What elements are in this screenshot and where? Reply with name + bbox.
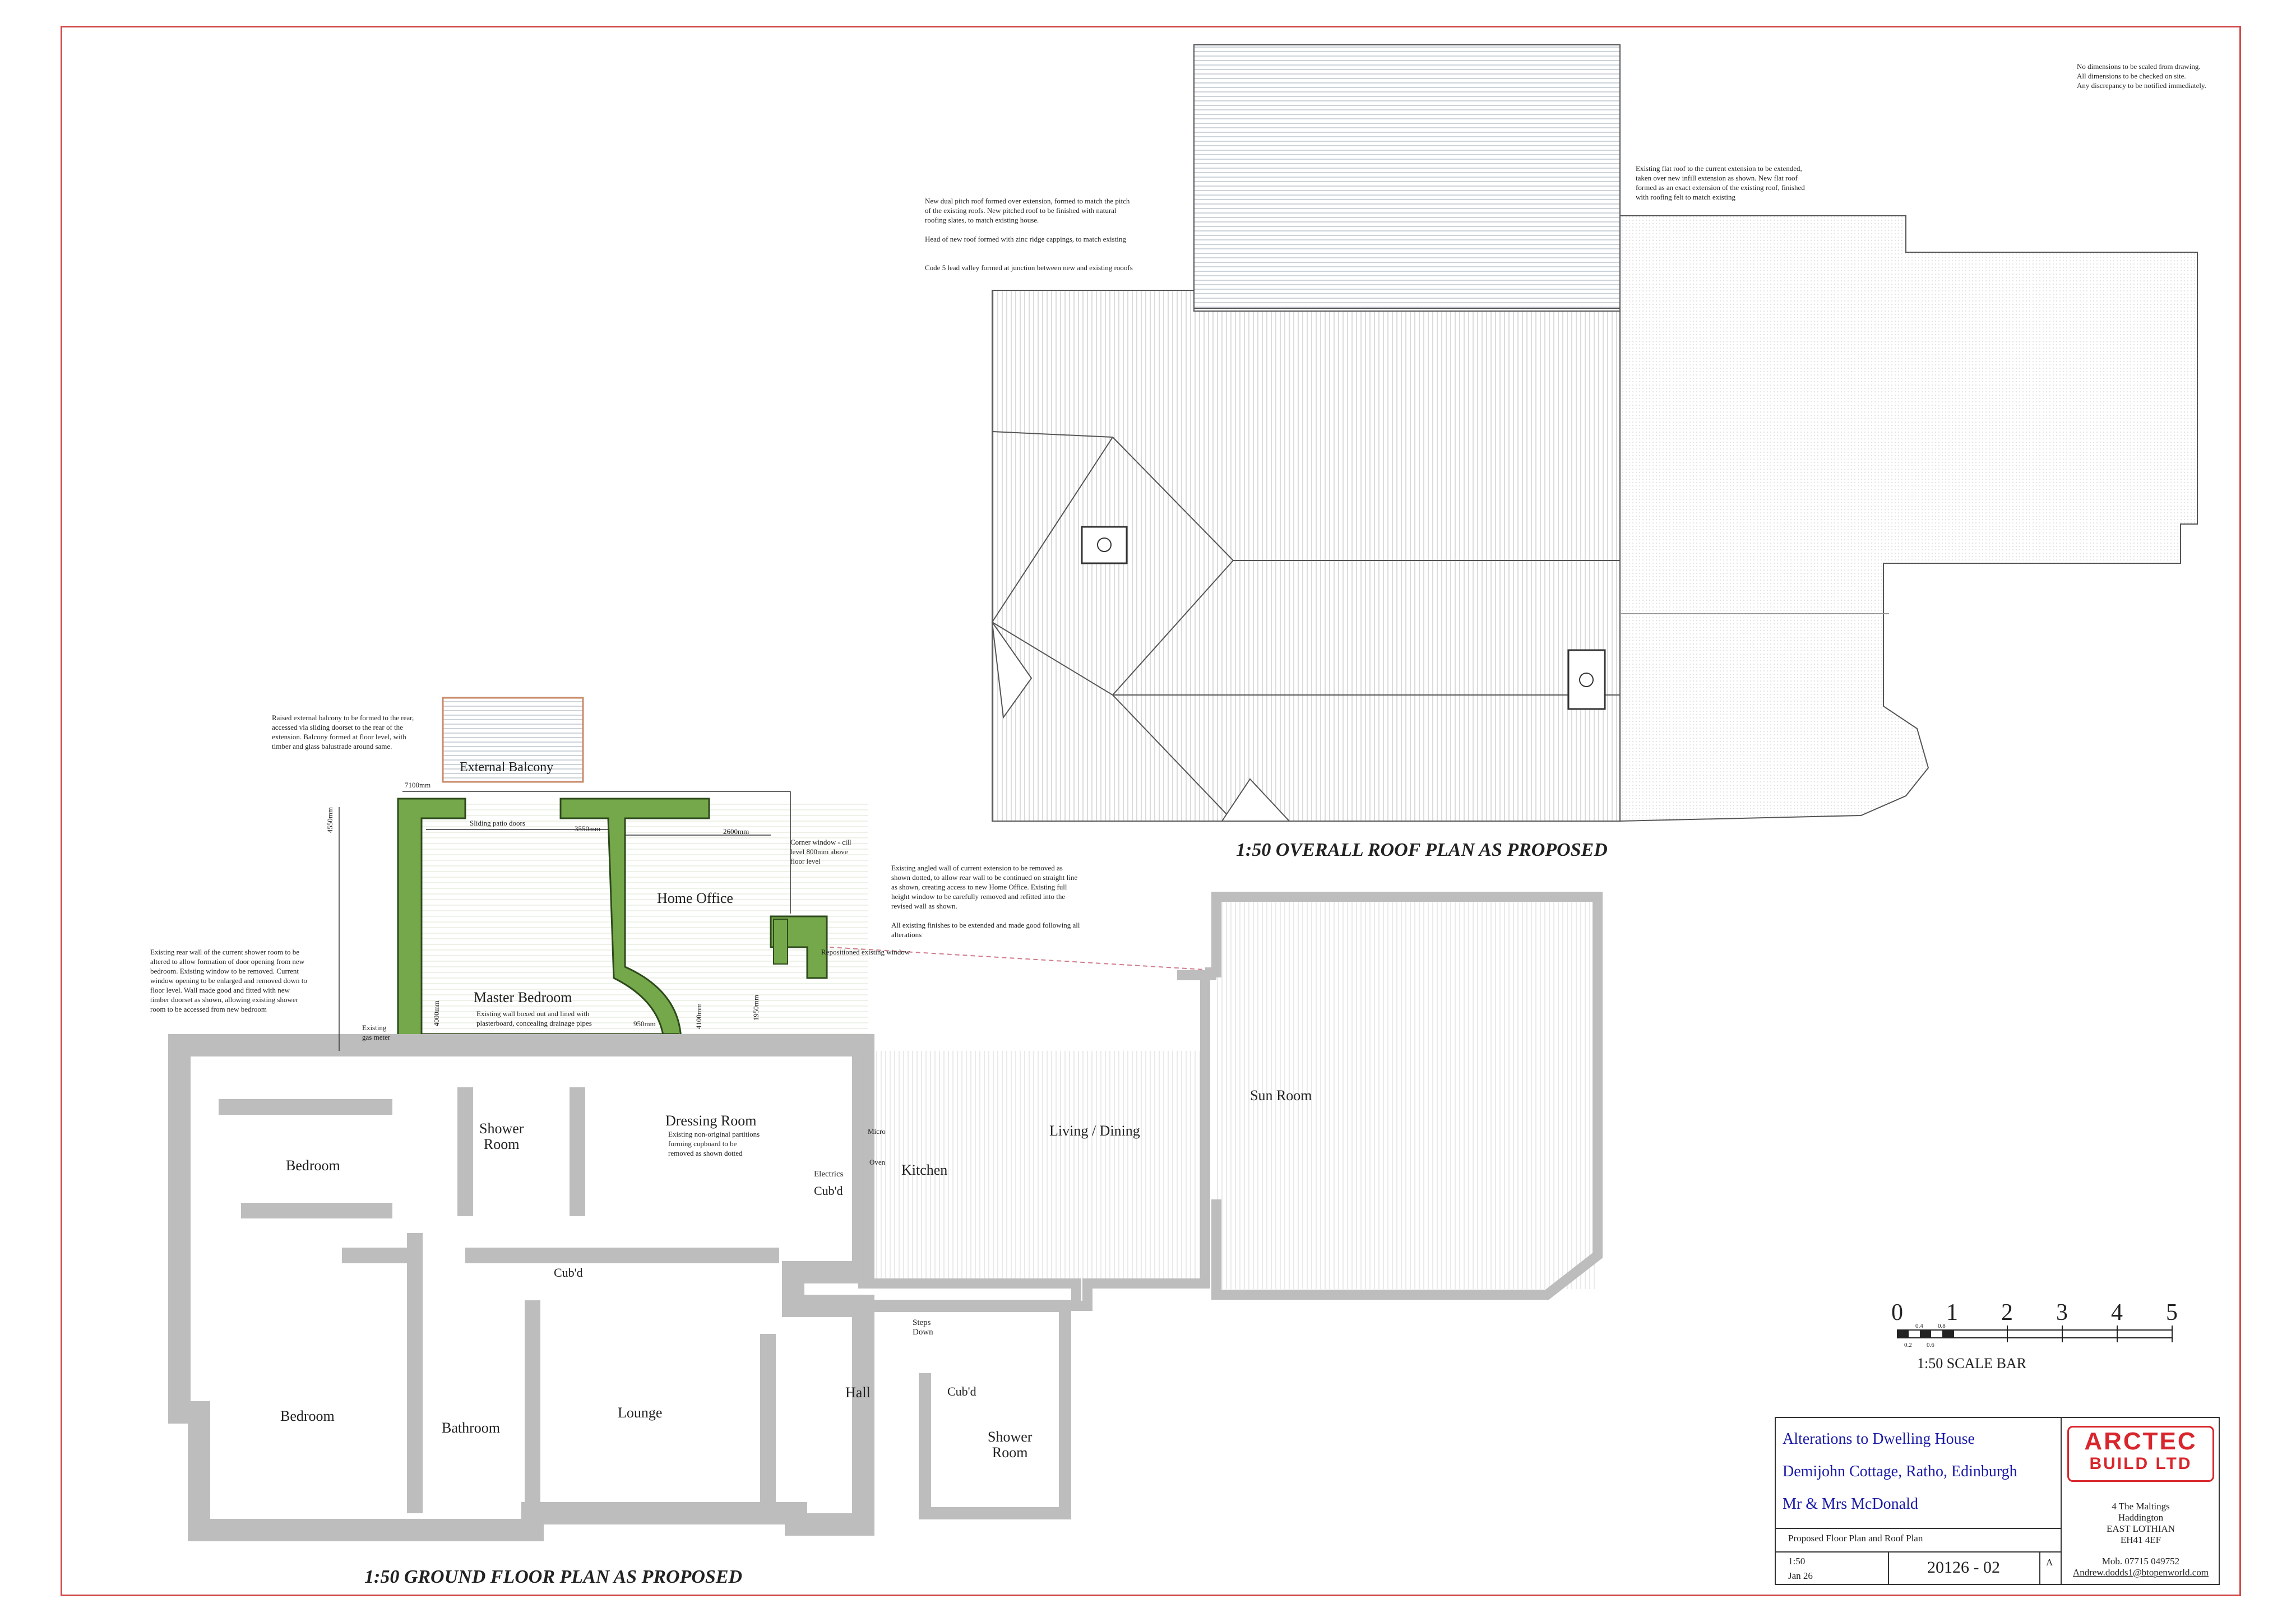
scale-bar-label: 1:50 SCALE BAR [1917, 1355, 2027, 1371]
gas-meter-note: Existing gas meter [362, 1023, 391, 1041]
drawing-number: 20126 - 02 [1927, 1558, 2000, 1577]
balcony-note: Raised external balcony to be formed to … [272, 713, 414, 750]
room-kitchen: Kitchen [901, 1162, 948, 1178]
electrics-label: Electrics [814, 1170, 844, 1179]
internal-walls [219, 1087, 779, 1513]
boxed-wall-note: Existing wall boxed out and lined with p… [476, 1009, 592, 1027]
drawing-scale: 1:50 [1788, 1556, 1806, 1567]
room-bedroom: Bedroom [280, 1408, 335, 1424]
shower-wall-note: Existing rear wall of the current shower… [150, 948, 307, 1013]
scale-tick-label: 1 [1946, 1300, 1958, 1326]
external-balcony [442, 697, 584, 783]
dimension-label: 950mm [633, 1019, 656, 1028]
oven-label: Oven [869, 1158, 886, 1166]
company-mobile: Mob. 07715 049752 [2101, 1556, 2180, 1567]
scale-tick-label: 3 [2056, 1300, 2068, 1326]
drawing-revision: A [2046, 1557, 2053, 1568]
ground-floor-heading: 1:50 GROUND FLOOR PLAN AS PROPOSED [364, 1567, 743, 1587]
roof-hips [991, 431, 1620, 822]
room-bedroom: Bedroom [286, 1157, 340, 1174]
cupboard-label: Cub'd [947, 1384, 976, 1398]
company-subname: BUILD LTD [2089, 1454, 2192, 1473]
dimension-label: 2600mm [723, 827, 749, 836]
scale-tick-label: 0 [1891, 1300, 1903, 1326]
dimension-label: 4550mm [326, 807, 334, 833]
rooflight [1081, 526, 1128, 564]
room-shower-room: Shower Room [988, 1429, 1033, 1461]
dimensions-note: No dimensions to be scaled from drawing.… [2077, 62, 2206, 90]
room-bathroom: Bathroom [442, 1420, 500, 1436]
room-hall: Hall [845, 1384, 871, 1401]
dimension-label: 7100mm [405, 781, 431, 789]
new-pitched-roof [1193, 44, 1621, 309]
roof-plan-heading: 1:50 OVERALL ROOF PLAN AS PROPOSED [1236, 840, 1608, 860]
drawing-title: Proposed Floor Plan and Roof Plan [1788, 1533, 1923, 1544]
drawing-date: Jan 26 [1788, 1570, 1813, 1581]
flat-roof-extension [1619, 215, 2198, 822]
scale-minor-label: 0.6 [1927, 1342, 1934, 1348]
room-external-balcony: External Balcony [460, 760, 554, 775]
dimension-label: 1950mm [752, 995, 760, 1021]
cupboard-label: Cub'd [814, 1184, 843, 1198]
room-master-bedroom: Master Bedroom [474, 989, 572, 1005]
room-shower-room: Shower Room [479, 1120, 524, 1152]
cupboard-label: Cub'd [554, 1266, 583, 1280]
flat-roof-note: Existing flat roof to the current extens… [1636, 164, 1805, 201]
room-home-office: Home Office [657, 890, 733, 906]
site-address: Demijohn Cottage, Ratho, Edinburgh [1783, 1463, 2017, 1480]
scale-tick-label: 2 [2001, 1300, 2013, 1326]
hall-walls [793, 1300, 1071, 1519]
dimension-label: 4000mm [432, 1000, 441, 1027]
title-block: Alterations to Dwelling House Demijohn C… [1775, 1417, 2220, 1585]
dimension-label: 4100mm [695, 1003, 703, 1030]
room-sun-room: Sun Room [1250, 1087, 1312, 1104]
partitions-note: Existing non-original partitions forming… [668, 1130, 760, 1157]
company-logo: ARCTEC BUILD LTD [2067, 1426, 2214, 1482]
scale-tick-label: 4 [2111, 1300, 2123, 1326]
company-name: ARCTEC [2084, 1428, 2197, 1455]
scale-minor-label: 0.8 [1938, 1323, 1946, 1329]
room-dressing-room: Dressing Room [665, 1113, 757, 1129]
angled-wall-note: Existing angled wall of current extensio… [891, 864, 1080, 939]
steps-down-label: Steps Down [913, 1318, 933, 1337]
client-name: Mr & Mrs McDonald [1783, 1495, 1918, 1513]
pitch-roof-note: New dual pitch roof formed over extensio… [925, 197, 1133, 272]
dimension-label: 3550mm [575, 824, 601, 833]
scale-bar [1897, 1326, 2173, 1342]
company-address: 4 The Maltings Haddington EAST LOTHIAN E… [2107, 1501, 2175, 1545]
project-title: Alterations to Dwelling House [1783, 1430, 1975, 1448]
scale-tick-label: 5 [2166, 1300, 2178, 1326]
existing-house-walls [168, 1034, 874, 1541]
rooflight [1567, 649, 1606, 710]
corner-window-note: Corner window - cill level 800mm above f… [790, 838, 851, 865]
room-lounge: Lounge [618, 1405, 663, 1421]
company-email: Andrew.dodds1@btopenworld.com [2072, 1567, 2209, 1578]
room-living-dining: Living / Dining [1049, 1123, 1140, 1139]
micro-label: Micro [868, 1127, 886, 1136]
dormer [992, 622, 1033, 719]
scale-minor-label: 0.2 [1904, 1342, 1912, 1348]
sheet-border [61, 26, 2241, 1596]
scale-minor-label: 0.4 [1915, 1323, 1923, 1329]
dormer [1221, 778, 1291, 822]
repositioned-window-note: Repositioned existing window [821, 948, 910, 956]
sliding-doors-note: Sliding patio doors [470, 819, 525, 827]
